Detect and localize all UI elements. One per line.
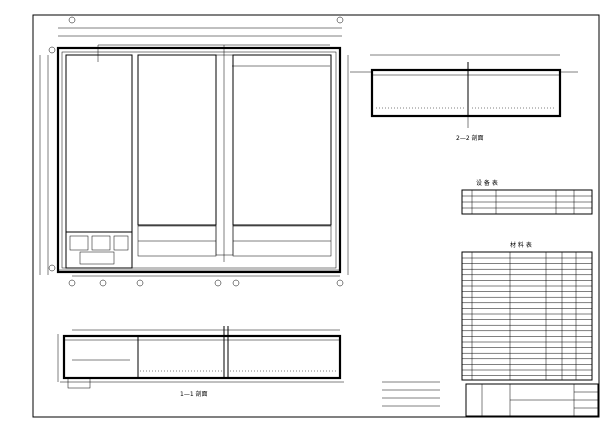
axis-bubble	[232, 279, 240, 287]
table-frame	[461, 251, 593, 381]
material-table-title: 材 料 表	[510, 241, 532, 249]
section-1-1-label: 1—1 剖面	[180, 390, 208, 398]
axis-bubble	[99, 279, 107, 287]
tank-inner-wall	[61, 51, 337, 269]
axis-bubble	[336, 279, 344, 287]
section-outline	[62, 334, 342, 380]
equipment-room	[65, 231, 133, 269]
axis-bubble	[136, 279, 144, 287]
section-2-2	[350, 54, 578, 128]
equipment-table-title: 设 备 表	[476, 179, 498, 187]
footing	[67, 377, 91, 389]
material-table	[461, 251, 593, 381]
pump-box	[79, 251, 115, 265]
pump-box	[113, 235, 129, 251]
sheet-border	[32, 14, 600, 418]
section-1-1	[57, 326, 344, 389]
axis-bubble	[48, 46, 56, 54]
axis-bubble	[68, 279, 76, 287]
plan-view	[39, 16, 349, 287]
pump-box	[69, 235, 89, 251]
notes-block	[382, 381, 440, 407]
axis-bubble	[68, 16, 76, 24]
axis-bubble	[214, 279, 222, 287]
title-block	[465, 383, 599, 417]
tank-outer-wall	[56, 46, 342, 274]
equipment-table	[461, 189, 593, 215]
pump-box	[91, 235, 111, 251]
section-outline	[370, 68, 562, 118]
axis-bubble	[48, 264, 56, 272]
axis-bubble	[336, 16, 344, 24]
section-2-2-label: 2—2 剖面	[456, 134, 484, 142]
pipe-corridor	[215, 54, 234, 256]
